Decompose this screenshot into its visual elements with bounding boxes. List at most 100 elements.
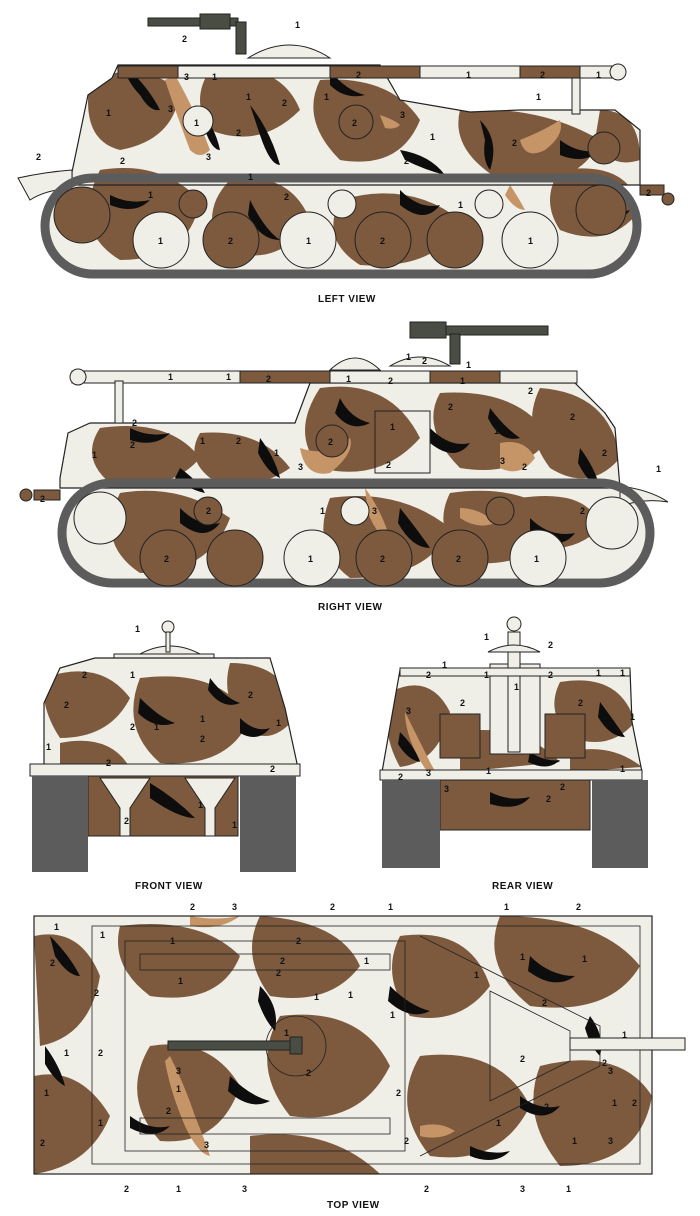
callout-label: 2 — [64, 700, 69, 710]
callout-label: 2 — [352, 118, 357, 128]
callout-label: 1 — [284, 1028, 289, 1038]
callout-label: 3 — [444, 784, 449, 794]
callout-label: 2 — [296, 936, 301, 946]
callout-label: 2 — [282, 98, 287, 108]
callout-label: 2 — [386, 460, 391, 470]
rear-spade-mechanism — [399, 616, 631, 755]
callout-label: 1 — [388, 902, 393, 912]
callout-label: 2 — [330, 902, 335, 912]
callout-label: 1 — [194, 118, 199, 128]
right-view-diagram: 1 2 1 1 1 2 1 1 2 2 2 1 1 3 2 2 1 2 1 2 … — [19, 321, 669, 588]
top-view-diagram: 2 3 2 1 1 2 2 1 2 1 2 1 1 2 1 2 2 1 1 3 … — [33, 902, 686, 1194]
callout-label: 2 — [284, 192, 289, 202]
callout-label: 2 — [544, 1102, 549, 1112]
callout-label: 2 — [542, 998, 547, 1008]
left-view-caption: LEFT VIEW — [318, 294, 376, 305]
callout-label: 1 — [324, 92, 329, 102]
callout-label: 2 — [522, 462, 527, 472]
callout-label: 2 — [528, 386, 533, 396]
callout-label: 2 — [578, 698, 583, 708]
callout-label: 2 — [236, 436, 241, 446]
camo-black — [138, 678, 270, 737]
travel-lock-boom — [69, 368, 578, 424]
callout-label: 2 — [266, 374, 271, 384]
callout-label: 1 — [566, 1184, 571, 1194]
callout-label: 1 — [44, 1088, 49, 1098]
camo-brown — [34, 916, 652, 1174]
travel-lock-boom — [117, 63, 627, 115]
callout-label: 2 — [576, 902, 581, 912]
callout-label: 2 — [276, 968, 281, 978]
callout-label: 2 — [546, 794, 551, 804]
callout-label: 1 — [346, 374, 351, 384]
callout-label: 3 — [608, 1136, 613, 1146]
callout-label: 1 — [54, 922, 59, 932]
callout-label: 2 — [388, 376, 393, 386]
camo-black — [45, 936, 602, 1160]
callout-label: 2 — [580, 506, 585, 516]
callout-label: 3 — [168, 104, 173, 114]
callout-label: 1 — [466, 70, 471, 80]
front-glacis-outline — [43, 657, 299, 769]
callout-label: 3 — [426, 768, 431, 778]
callout-label: 3 — [406, 706, 411, 716]
callout-label: 1 — [306, 236, 311, 246]
commander-cupola — [246, 44, 332, 59]
callout-label: 2 — [132, 418, 137, 428]
lower-rear-hull — [439, 779, 591, 831]
callout-label: 2 — [40, 1138, 45, 1148]
callout-label: 1 — [200, 714, 205, 724]
callout-label: 2 — [164, 554, 169, 564]
callout-label: 1 — [484, 632, 489, 642]
callout-label: 1 — [158, 236, 163, 246]
callout-label: 1 — [154, 722, 159, 732]
callout-label: 1 — [466, 360, 471, 370]
callout-label: 2 — [82, 670, 87, 680]
front-fender — [29, 763, 301, 777]
callout-label: 2 — [456, 554, 461, 564]
callout-label: 2 — [130, 440, 135, 450]
callout-label: 3 — [608, 1066, 613, 1076]
callout-label: 3 — [500, 456, 505, 466]
camo-tan — [165, 916, 455, 1156]
callout-label: 1 — [458, 200, 463, 210]
callout-label: 1 — [236, 1084, 241, 1094]
right-track — [240, 776, 296, 872]
gun-barrel — [167, 1036, 303, 1055]
callout-label: 1 — [494, 426, 499, 436]
callout-label: 2 — [356, 70, 361, 80]
callout-label: 2 — [602, 448, 607, 458]
callout-label: 1 — [130, 670, 135, 680]
callout-label: 2 — [124, 816, 129, 826]
left-track — [382, 780, 440, 868]
callout-label: 1 — [274, 448, 279, 458]
callout-label: 1 — [148, 190, 153, 200]
callout-label: 2 — [50, 958, 55, 968]
callout-label: 3 — [400, 110, 405, 120]
callout-label: 1 — [620, 668, 625, 678]
callout-label: 1 — [364, 956, 369, 966]
callout-label: 2 — [448, 402, 453, 412]
callout-label: 2 — [512, 138, 517, 148]
callout-label: 3 — [298, 462, 303, 472]
front-view-caption: FRONT VIEW — [135, 881, 203, 892]
callout-label: 2 — [548, 640, 553, 650]
callout-label: 1 — [212, 72, 217, 82]
callout-label: 2 — [236, 128, 241, 138]
callout-label: 2 — [130, 722, 135, 732]
callout-label: 2 — [396, 1088, 401, 1098]
callout-label: 1 — [520, 952, 525, 962]
track — [57, 478, 655, 588]
callout-label: 1 — [200, 436, 205, 446]
callout-label: 1 — [572, 1136, 577, 1146]
callout-label: 2 — [166, 1106, 171, 1116]
gun-barrel — [409, 321, 549, 365]
callout-label: 1 — [430, 132, 435, 142]
callout-label: 2 — [270, 764, 275, 774]
callout-label: 1 — [460, 376, 465, 386]
callout-label: 1 — [514, 682, 519, 692]
callout-label: 1 — [92, 450, 97, 460]
right-track — [592, 780, 648, 868]
callout-label: 1 — [106, 108, 111, 118]
callout-label: 1 — [630, 712, 635, 722]
